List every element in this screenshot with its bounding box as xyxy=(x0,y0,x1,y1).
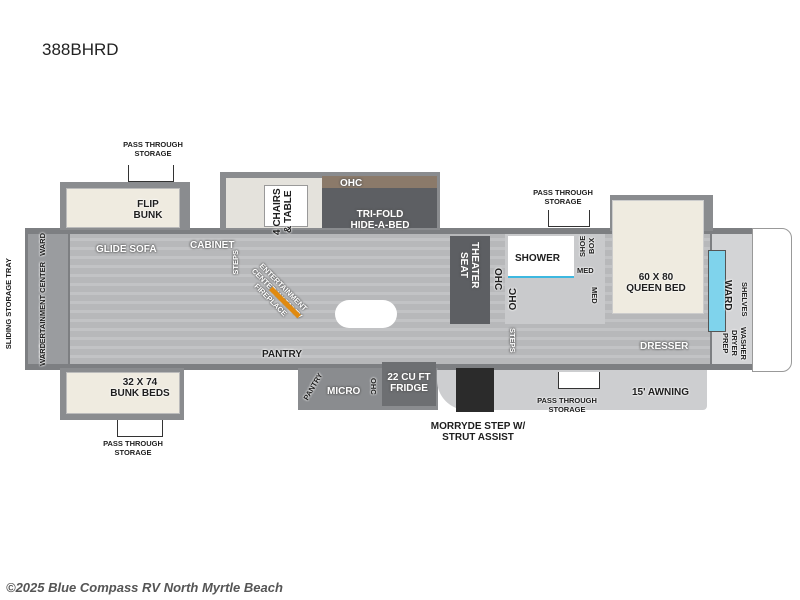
label-micro: MICRO xyxy=(327,386,361,397)
copyright-text: ©2025 Blue Compass RV North Myrtle Beach xyxy=(6,580,283,595)
label-ohc-top: OHC xyxy=(340,178,363,189)
storage-door-bottom-right[interactable] xyxy=(558,372,600,389)
wardrobe-blue xyxy=(708,250,726,332)
label-ohc-kitchen: OHC xyxy=(369,378,378,395)
label-shelves: SHELVES xyxy=(740,282,749,317)
label-morryde-step: MORRYDE STEP W/ STRUT ASSIST xyxy=(430,421,526,443)
label-queen-bed: 60 X 80 QUEEN BED xyxy=(626,272,686,294)
kitchen-island xyxy=(335,300,397,328)
storage-door-bottom-left[interactable] xyxy=(117,420,163,437)
front-cap xyxy=(752,228,792,372)
label-ward-top: WARD xyxy=(38,233,47,256)
fridge-box xyxy=(382,362,436,406)
label-chairs-table: 4 CHAIRS & TABLE xyxy=(272,188,294,236)
label-shower: SHOWER xyxy=(515,253,560,264)
bunk-beds xyxy=(66,372,180,414)
label-pantry: PANTRY xyxy=(262,349,302,360)
label-pass-through-top-left: PASS THROUGH STORAGE xyxy=(123,140,183,158)
label-awning: 15' AWNING xyxy=(632,387,690,398)
shower-box xyxy=(508,236,574,278)
label-pass-through-bottom-right: PASS THROUGH STORAGE xyxy=(537,396,597,414)
label-steps-right: STEPS xyxy=(508,328,517,353)
label-glide-sofa: GLIDE SOFA xyxy=(96,244,157,255)
model-title: 388BHRD xyxy=(42,40,119,59)
label-shoe-box: SHOE BOX xyxy=(578,235,596,257)
label-pass-through-bottom-left: PASS THROUGH STORAGE xyxy=(103,439,163,457)
theater-seat xyxy=(450,236,490,324)
storage-door-top-left[interactable] xyxy=(128,165,174,182)
table xyxy=(264,185,308,227)
label-med-top: MED xyxy=(577,266,594,275)
morryde-step-graphic xyxy=(456,368,494,412)
label-med-side: MED xyxy=(590,287,599,304)
label-ward-bedroom: WARD xyxy=(722,280,733,311)
label-ohc-theater: OHC xyxy=(492,268,503,291)
label-sliding-storage-tray: SLIDING STORAGE TRAY xyxy=(4,258,13,350)
label-hide-a-bed: TRI-FOLD HIDE-A-BED xyxy=(350,209,410,231)
label-theater-seat: THEATER SEAT xyxy=(458,241,480,289)
label-flip-bunk: FLIP BUNK xyxy=(133,199,163,221)
label-fridge: 22 CU FT FRIDGE xyxy=(387,372,431,394)
ohc-cabinet xyxy=(322,176,437,188)
label-dresser: DRESSER xyxy=(640,341,689,352)
label-pass-through-top-right: PASS THROUGH STORAGE xyxy=(533,188,593,206)
rear-entertainment xyxy=(28,234,68,364)
label-cabinet: CABINET xyxy=(190,240,235,251)
queen-bed-graphic xyxy=(612,200,704,314)
label-bunk-beds: 32 X 74 BUNK BEDS xyxy=(110,377,170,399)
storage-door-top-right[interactable] xyxy=(548,210,590,227)
label-ohc-bath: OHC xyxy=(508,288,519,311)
sofa xyxy=(322,188,437,228)
flip-bunk xyxy=(66,188,180,228)
label-ward-bottom: WARD xyxy=(38,343,47,366)
label-washer-dryer-prep: WASHER DRYER PREP xyxy=(721,326,748,360)
